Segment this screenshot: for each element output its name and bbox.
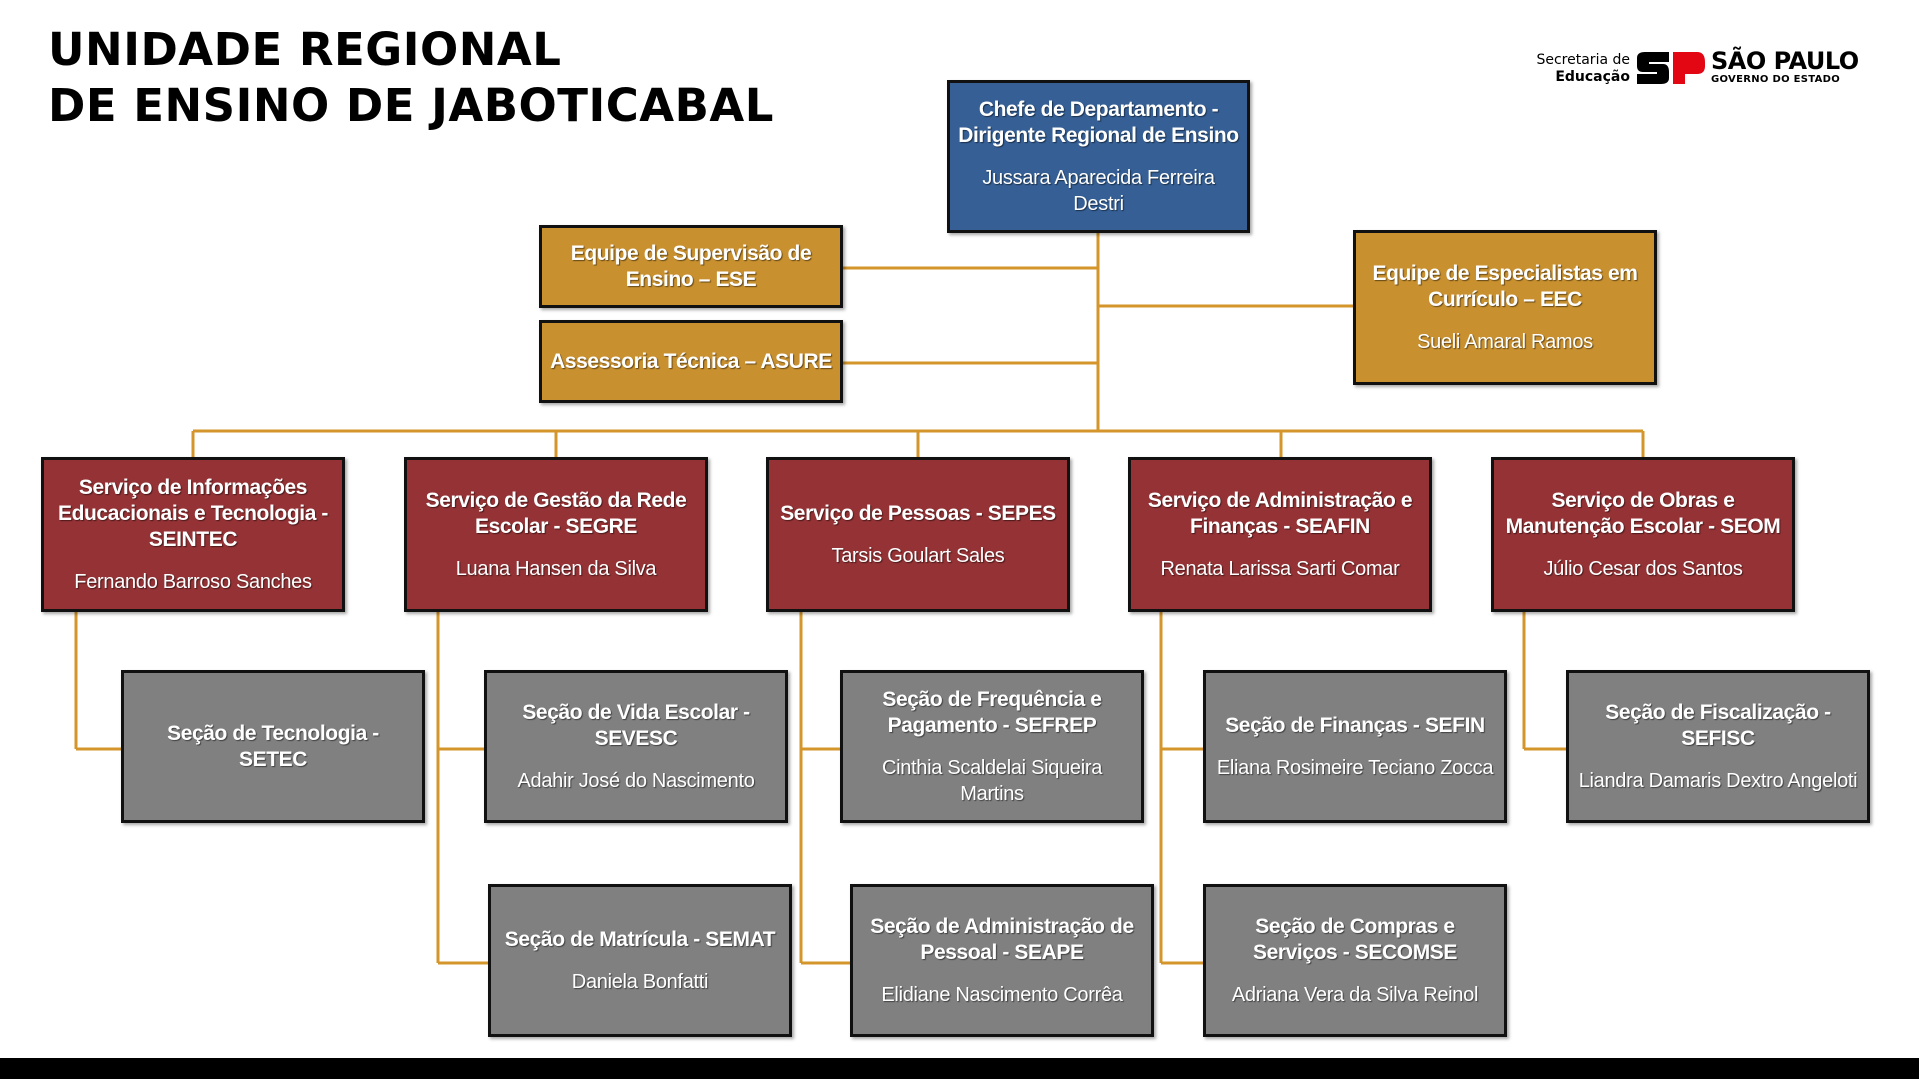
seom-box: Serviço de Obras e Manutenção Escolar - …: [1491, 457, 1795, 612]
seafin-box: Serviço de Administração e Finanças - SE…: [1128, 457, 1432, 612]
sefisc-person: Liandra Damaris Dextro Angeloti: [1578, 769, 1858, 792]
head-box: Chefe de Departamento - Dirigente Region…: [947, 80, 1250, 233]
asure-title: Assessoria Técnica – ASURE: [550, 349, 832, 373]
sefisc-box: Seção de Fiscalização - SEFISC Liandra D…: [1566, 670, 1870, 823]
eec-title: Equipe de Especialistas em Currículo – E…: [1372, 261, 1638, 311]
eec-box: Equipe de Especialistas em Currículo – E…: [1353, 230, 1657, 385]
sefrep-person: Cinthia Scaldelai Siqueira Martins: [881, 756, 1103, 805]
seape-person: Elidiane Nascimento Corrêa: [881, 983, 1123, 1006]
seape-title: Seção de Administração de Pessoal - SEAP…: [870, 914, 1134, 964]
sefin-box: Seção de Finanças - SEFIN Eliana Rosimei…: [1203, 670, 1507, 823]
seafin-person: Renata Larissa Sarti Comar: [1160, 557, 1400, 580]
segre-box: Serviço de Gestão da Rede Escolar - SEGR…: [404, 457, 708, 612]
asure-box: Assessoria Técnica – ASURE: [539, 320, 843, 403]
secomse-title: Seção de Compras e Serviços - SECOMSE: [1252, 914, 1458, 964]
segre-title: Serviço de Gestão da Rede Escolar - SEGR…: [425, 488, 687, 538]
semat-person: Daniela Bonfatti: [571, 970, 709, 993]
bottom-bar: [0, 1058, 1919, 1079]
seafin-title: Serviço de Administração e Finanças - SE…: [1147, 488, 1413, 538]
page-title: UNIDADE REGIONAL DE ENSINO DE JABOTICABA…: [48, 22, 774, 134]
seape-box: Seção de Administração de Pessoal - SEAP…: [850, 884, 1154, 1037]
head-person: Jussara Aparecida Ferreira Destri: [982, 166, 1215, 215]
sepes-person: Tarsis Goulart Sales: [831, 544, 1005, 567]
sevesc-box: Seção de Vida Escolar - SEVESC Adahir Jo…: [484, 670, 788, 823]
setec-box: Seção de Tecnologia - SETEC: [121, 670, 425, 823]
setec-title: Seção de Tecnologia - SETEC: [167, 721, 379, 771]
ese-box: Equipe de Supervisão de Ensino – ESE: [539, 225, 843, 308]
logo-secretaria-line-2: Educação: [1555, 69, 1630, 85]
logo-state-name: SÃO PAULO: [1711, 47, 1859, 75]
logo-state-sub: GOVERNO DO ESTADO: [1711, 74, 1841, 85]
seintec-person: Fernando Barroso Sanches: [74, 570, 312, 593]
sefisc-title: Seção de Fiscalização - SEFISC: [1605, 700, 1831, 750]
sefrep-title: Seção de Frequência e Pagamento - SEFREP: [882, 687, 1102, 737]
secomse-person: Adriana Vera da Silva Reinol: [1231, 983, 1479, 1006]
sefrep-box: Seção de Frequência e Pagamento - SEFREP…: [840, 670, 1144, 823]
sefin-person: Eliana Rosimeire Teciano Zocca: [1216, 756, 1494, 779]
logo-secretaria-text: Secretaria de Educação: [1525, 52, 1630, 86]
semat-box: Seção de Matrícula - SEMAT Daniela Bonfa…: [488, 884, 792, 1037]
seom-title: Serviço de Obras e Manutenção Escolar - …: [1505, 488, 1781, 538]
sp-emblem-icon: [1637, 52, 1705, 84]
segre-person: Luana Hansen da Silva: [455, 557, 657, 580]
seintec-title: Serviço de Informações Educacionais e Te…: [57, 475, 329, 551]
sefin-title: Seção de Finanças - SEFIN: [1225, 713, 1485, 737]
sepes-title: Serviço de Pessoas - SEPES: [780, 501, 1056, 525]
sao-paulo-education-logo: Secretaria de Educação SÃO PAULO GOVERNO…: [1525, 48, 1860, 90]
semat-title: Seção de Matrícula - SEMAT: [504, 927, 776, 951]
eec-person: Sueli Amaral Ramos: [1417, 330, 1593, 353]
seintec-box: Serviço de Informações Educacionais e Te…: [41, 457, 345, 612]
sepes-box: Serviço de Pessoas - SEPES Tarsis Goular…: [766, 457, 1070, 612]
logo-secretaria-line-1: Secretaria de: [1536, 52, 1630, 68]
logo-state-text: SÃO PAULO GOVERNO DO ESTADO: [1711, 48, 1859, 86]
title-line-1: UNIDADE REGIONAL: [48, 23, 562, 76]
secomse-box: Seção de Compras e Serviços - SECOMSE Ad…: [1203, 884, 1507, 1037]
seom-person: Júlio Cesar dos Santos: [1543, 557, 1743, 580]
ese-title: Equipe de Supervisão de Ensino – ESE: [570, 241, 812, 291]
sevesc-person: Adahir José do Nascimento: [517, 769, 755, 792]
sevesc-title: Seção de Vida Escolar - SEVESC: [522, 700, 750, 750]
head-title: Chefe de Departamento - Dirigente Region…: [958, 97, 1239, 147]
title-line-2: DE ENSINO DE JABOTICABAL: [48, 79, 774, 132]
